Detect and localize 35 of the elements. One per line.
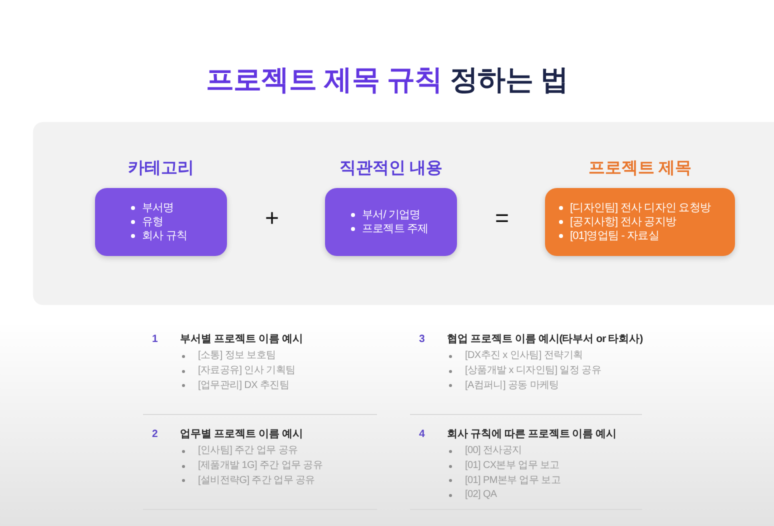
section-heading: 부서별 프로젝트 이름 예시: [180, 332, 303, 347]
section-heading: 업무별 프로젝트 이름 예시: [180, 427, 303, 442]
list-item: [디자인팀] 전사 디자인 요청방: [570, 201, 710, 215]
column-heading: 프로젝트 제목: [588, 158, 692, 179]
list-item: [설비전략G] 주간 업무 공유: [198, 474, 315, 488]
list-item: 프로젝트 주제: [362, 222, 428, 236]
list-item: [제품개발 1G] 주간 업무 공유: [198, 459, 323, 474]
list-item: [업무관리] DX 추진팀: [198, 378, 290, 393]
list-item: [01] CX본부 업무 보고: [465, 459, 560, 474]
list-item: 회사 규칙: [142, 229, 188, 243]
list-item: [소통] 정보 보호팀: [198, 349, 276, 364]
list-item: [02] QA: [465, 488, 497, 502]
plus-sign: +: [264, 205, 279, 233]
list-item: [DX추진 x 인사팀] 전략기획: [465, 349, 583, 364]
column-heading: 카테고리: [128, 158, 194, 179]
list-item: [상품개발 x 디자인팀] 일정 공유: [465, 364, 601, 378]
list-item: [자료공유] 인사 기획팀: [198, 364, 296, 378]
list-item: [A컴퍼니] 공동 마케팅: [465, 378, 559, 393]
section-number: 2: [152, 427, 158, 442]
equals-sign: =: [494, 205, 509, 233]
list-item: 부서명: [142, 201, 174, 215]
section-heading: 협업 프로젝트 이름 예시(타부서 or 타회사): [447, 332, 643, 347]
list-item: [공지사항] 전사 공지방: [570, 215, 676, 229]
list-item: [01]영업팀 - 자료실: [570, 229, 659, 243]
section-number: 4: [419, 427, 425, 442]
list-item: [인사팀] 주간 업무 공유: [198, 444, 298, 458]
list-item: [01] PM본부 업무 보고: [465, 474, 561, 488]
list-item: 유형: [142, 215, 164, 229]
section-number: 3: [419, 332, 425, 347]
section-heading: 회사 규칙에 따른 프로젝트 이름 예시: [447, 427, 617, 442]
column-heading: 직관적인 내용: [339, 158, 443, 179]
section-number: 1: [152, 332, 158, 347]
page-title: 프로젝트 제목 규칙 정하는 법: [204, 63, 570, 97]
list-item: 부서/ 기업명: [362, 208, 420, 222]
list-item: [00] 전사공지: [465, 444, 522, 458]
